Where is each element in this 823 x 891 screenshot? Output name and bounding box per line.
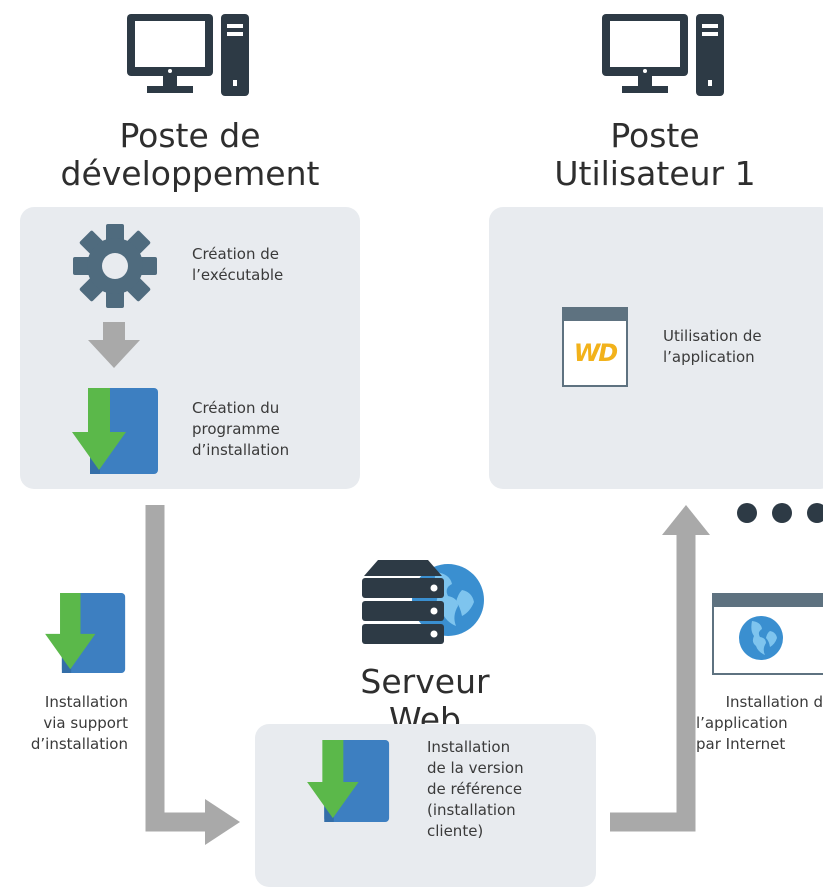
create-setup-label: Création du programme d’installation xyxy=(192,398,289,461)
server-title-line1: Serveur xyxy=(360,662,490,701)
dev-title: Poste de développement xyxy=(0,117,380,193)
reference-install-label-line5: cliente) xyxy=(427,822,484,840)
user-title: Poste Utilisateur 1 xyxy=(490,117,820,193)
reference-install-label-line4: (installation xyxy=(427,801,516,819)
dev-title-line2: développement xyxy=(60,154,320,193)
internet-install-label: Installation d l’application par Interne… xyxy=(690,692,823,755)
browser-titlebar xyxy=(714,595,823,607)
computer-icon-dev xyxy=(127,14,249,96)
reference-install-label-line1: Installation xyxy=(427,738,511,756)
web-server-icon xyxy=(362,560,484,644)
app-window-titlebar xyxy=(564,309,626,321)
download-installer-icon-support xyxy=(45,593,126,673)
internet-install-label-line3: par Internet xyxy=(696,735,786,753)
down-arrow-icon xyxy=(88,322,140,368)
download-installer-icon-dev xyxy=(72,388,158,474)
create-setup-label-line1: Création du xyxy=(192,399,280,417)
reference-install-label: Installation de la version de référence … xyxy=(427,737,524,842)
support-install-label-line1: Installation xyxy=(44,693,128,711)
create-exe-label-line2: l’exécutable xyxy=(192,266,284,284)
internet-install-label-line1: Installation d xyxy=(725,693,823,711)
internet-install-label-line2: l’application xyxy=(696,714,788,732)
app-logo-text: WD xyxy=(573,339,618,367)
download-installer-icon-server xyxy=(307,740,390,822)
support-install-label-line3: d’installation xyxy=(30,735,128,753)
user-panel xyxy=(489,207,823,489)
user-title-line2: Utilisateur 1 xyxy=(554,154,756,193)
use-app-label-line1: Utilisation de xyxy=(663,327,762,345)
user-title-line1: Poste xyxy=(610,116,700,155)
create-setup-label-line2: programme xyxy=(192,420,280,438)
support-install-label: Installation via support d’installation xyxy=(10,692,128,755)
windev-app-icon: WD xyxy=(562,307,628,387)
browser-globe-icon xyxy=(712,593,823,675)
support-install-label-line2: via support xyxy=(43,714,128,732)
create-exe-label: Création de l’exécutable xyxy=(192,244,283,286)
computer-icon-user xyxy=(602,14,724,96)
reference-install-label-line2: de la version xyxy=(427,759,524,777)
create-exe-label-line1: Création de xyxy=(192,245,279,263)
use-app-label-line2: l’application xyxy=(663,348,755,366)
globe-icon xyxy=(739,616,783,660)
create-setup-label-line3: d’installation xyxy=(192,441,290,459)
use-app-label: Utilisation de l’application xyxy=(663,326,762,368)
server-panel xyxy=(255,724,596,887)
dev-title-line1: Poste de xyxy=(119,116,261,155)
more-dots-icon xyxy=(737,503,823,523)
reference-install-label-line3: de référence xyxy=(427,780,523,798)
dev-panel xyxy=(20,207,360,489)
gear-icon xyxy=(73,224,157,308)
